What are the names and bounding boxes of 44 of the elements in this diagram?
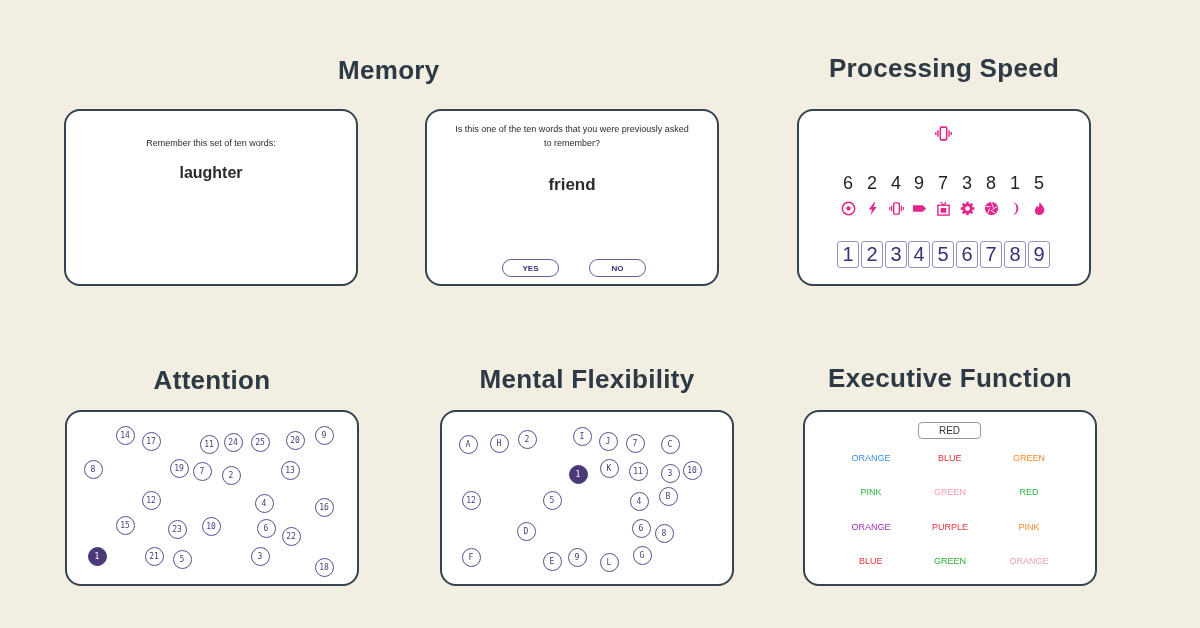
card: [64, 109, 358, 286]
sequence-digit: 3: [962, 173, 972, 195]
sequence-digit: 8: [986, 173, 996, 195]
number-key: 3: [885, 241, 907, 268]
test-word: laughter: [178, 163, 244, 183]
section-heading: Executive Function: [827, 362, 1073, 395]
answer-button: NO: [589, 259, 646, 277]
number-key: 2: [861, 241, 883, 268]
section-heading: Processing Speed: [827, 52, 1061, 85]
instruction-text: Remember this set of ten words:: [145, 137, 277, 150]
section-heading: Mental Flexibility: [478, 363, 696, 396]
sequence-digit: 4: [891, 173, 901, 195]
color-word: BLUE: [938, 452, 962, 464]
color-word: PINK: [860, 486, 882, 498]
number-key: 5: [932, 241, 954, 268]
color-prompt: RED: [918, 422, 981, 439]
color-word: PURPLE: [932, 521, 968, 533]
number-key: 6: [956, 241, 978, 268]
sequence-digit: 2: [867, 173, 877, 195]
answer-button: YES: [502, 259, 559, 277]
color-word: GREEN: [1013, 452, 1045, 464]
number-key: 9: [1028, 241, 1050, 268]
color-word: ORANGE: [851, 452, 891, 464]
sequence-digit: 9: [914, 173, 924, 195]
sequence-digit: 5: [1034, 173, 1044, 195]
sequence-digit: 7: [938, 173, 948, 195]
color-word: ORANGE: [1009, 555, 1049, 567]
instruction-text: Is this one of the ten words that you were previously asked to remember?: [454, 123, 690, 150]
number-key: 4: [908, 241, 930, 268]
sequence-digit: 1: [1010, 173, 1020, 195]
section-heading: Attention: [152, 364, 272, 397]
color-word: ORANGE: [851, 521, 891, 533]
number-key: 1: [837, 241, 859, 268]
number-key: 7: [980, 241, 1002, 268]
sequence-digit: 6: [843, 173, 853, 195]
section-heading: Memory: [338, 54, 440, 86]
color-word: RED: [1019, 486, 1039, 498]
color-word: GREEN: [934, 555, 966, 567]
color-word: PINK: [1018, 521, 1040, 533]
color-word: GREEN: [934, 486, 966, 498]
test-word: friend: [547, 174, 597, 196]
color-word: BLUE: [859, 555, 883, 567]
number-key: 8: [1004, 241, 1026, 268]
card: [425, 109, 719, 286]
